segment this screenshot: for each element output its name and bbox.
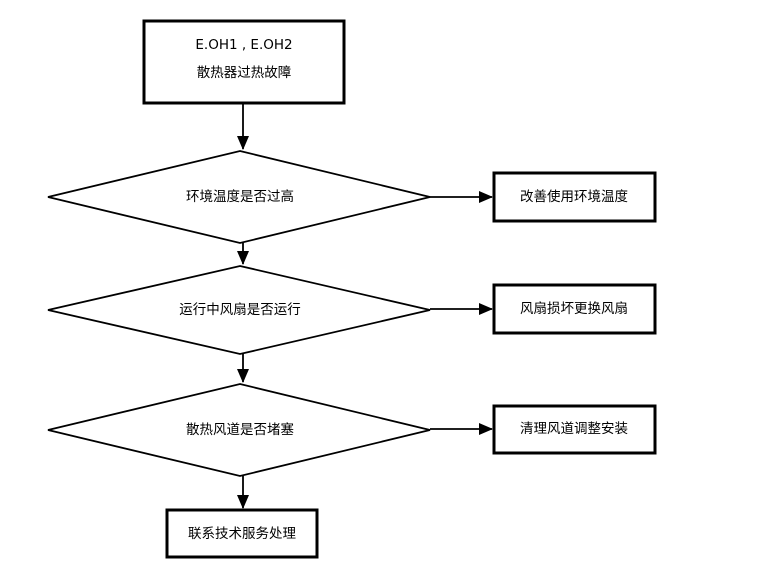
decision3-diamond bbox=[47, 383, 431, 477]
start-box-title: 散热器过热故障 bbox=[197, 65, 292, 81]
end-box bbox=[165, 508, 319, 559]
action3-label: 清理风道调整安装 bbox=[520, 421, 628, 437]
action3-box bbox=[492, 404, 657, 455]
action1-box bbox=[492, 171, 657, 223]
action1-label: 改善使用环境温度 bbox=[520, 188, 628, 205]
end-box-label: 联系技术服务处理 bbox=[188, 526, 296, 542]
start-box bbox=[142, 19, 346, 105]
action2-box bbox=[492, 283, 657, 335]
decision2-question: 运行中风扇是否运行 bbox=[179, 302, 301, 318]
decision3-question: 散热风道是否堵塞 bbox=[186, 421, 294, 438]
decision2-diamond bbox=[47, 265, 431, 355]
start-box-error-code: E.OH1 , E.OH2 bbox=[195, 37, 292, 53]
action2-label: 风扇损坏更换风扇 bbox=[520, 301, 628, 317]
decision1-diamond bbox=[47, 150, 431, 244]
decision1-question: 环境温度是否过高 bbox=[186, 188, 294, 205]
